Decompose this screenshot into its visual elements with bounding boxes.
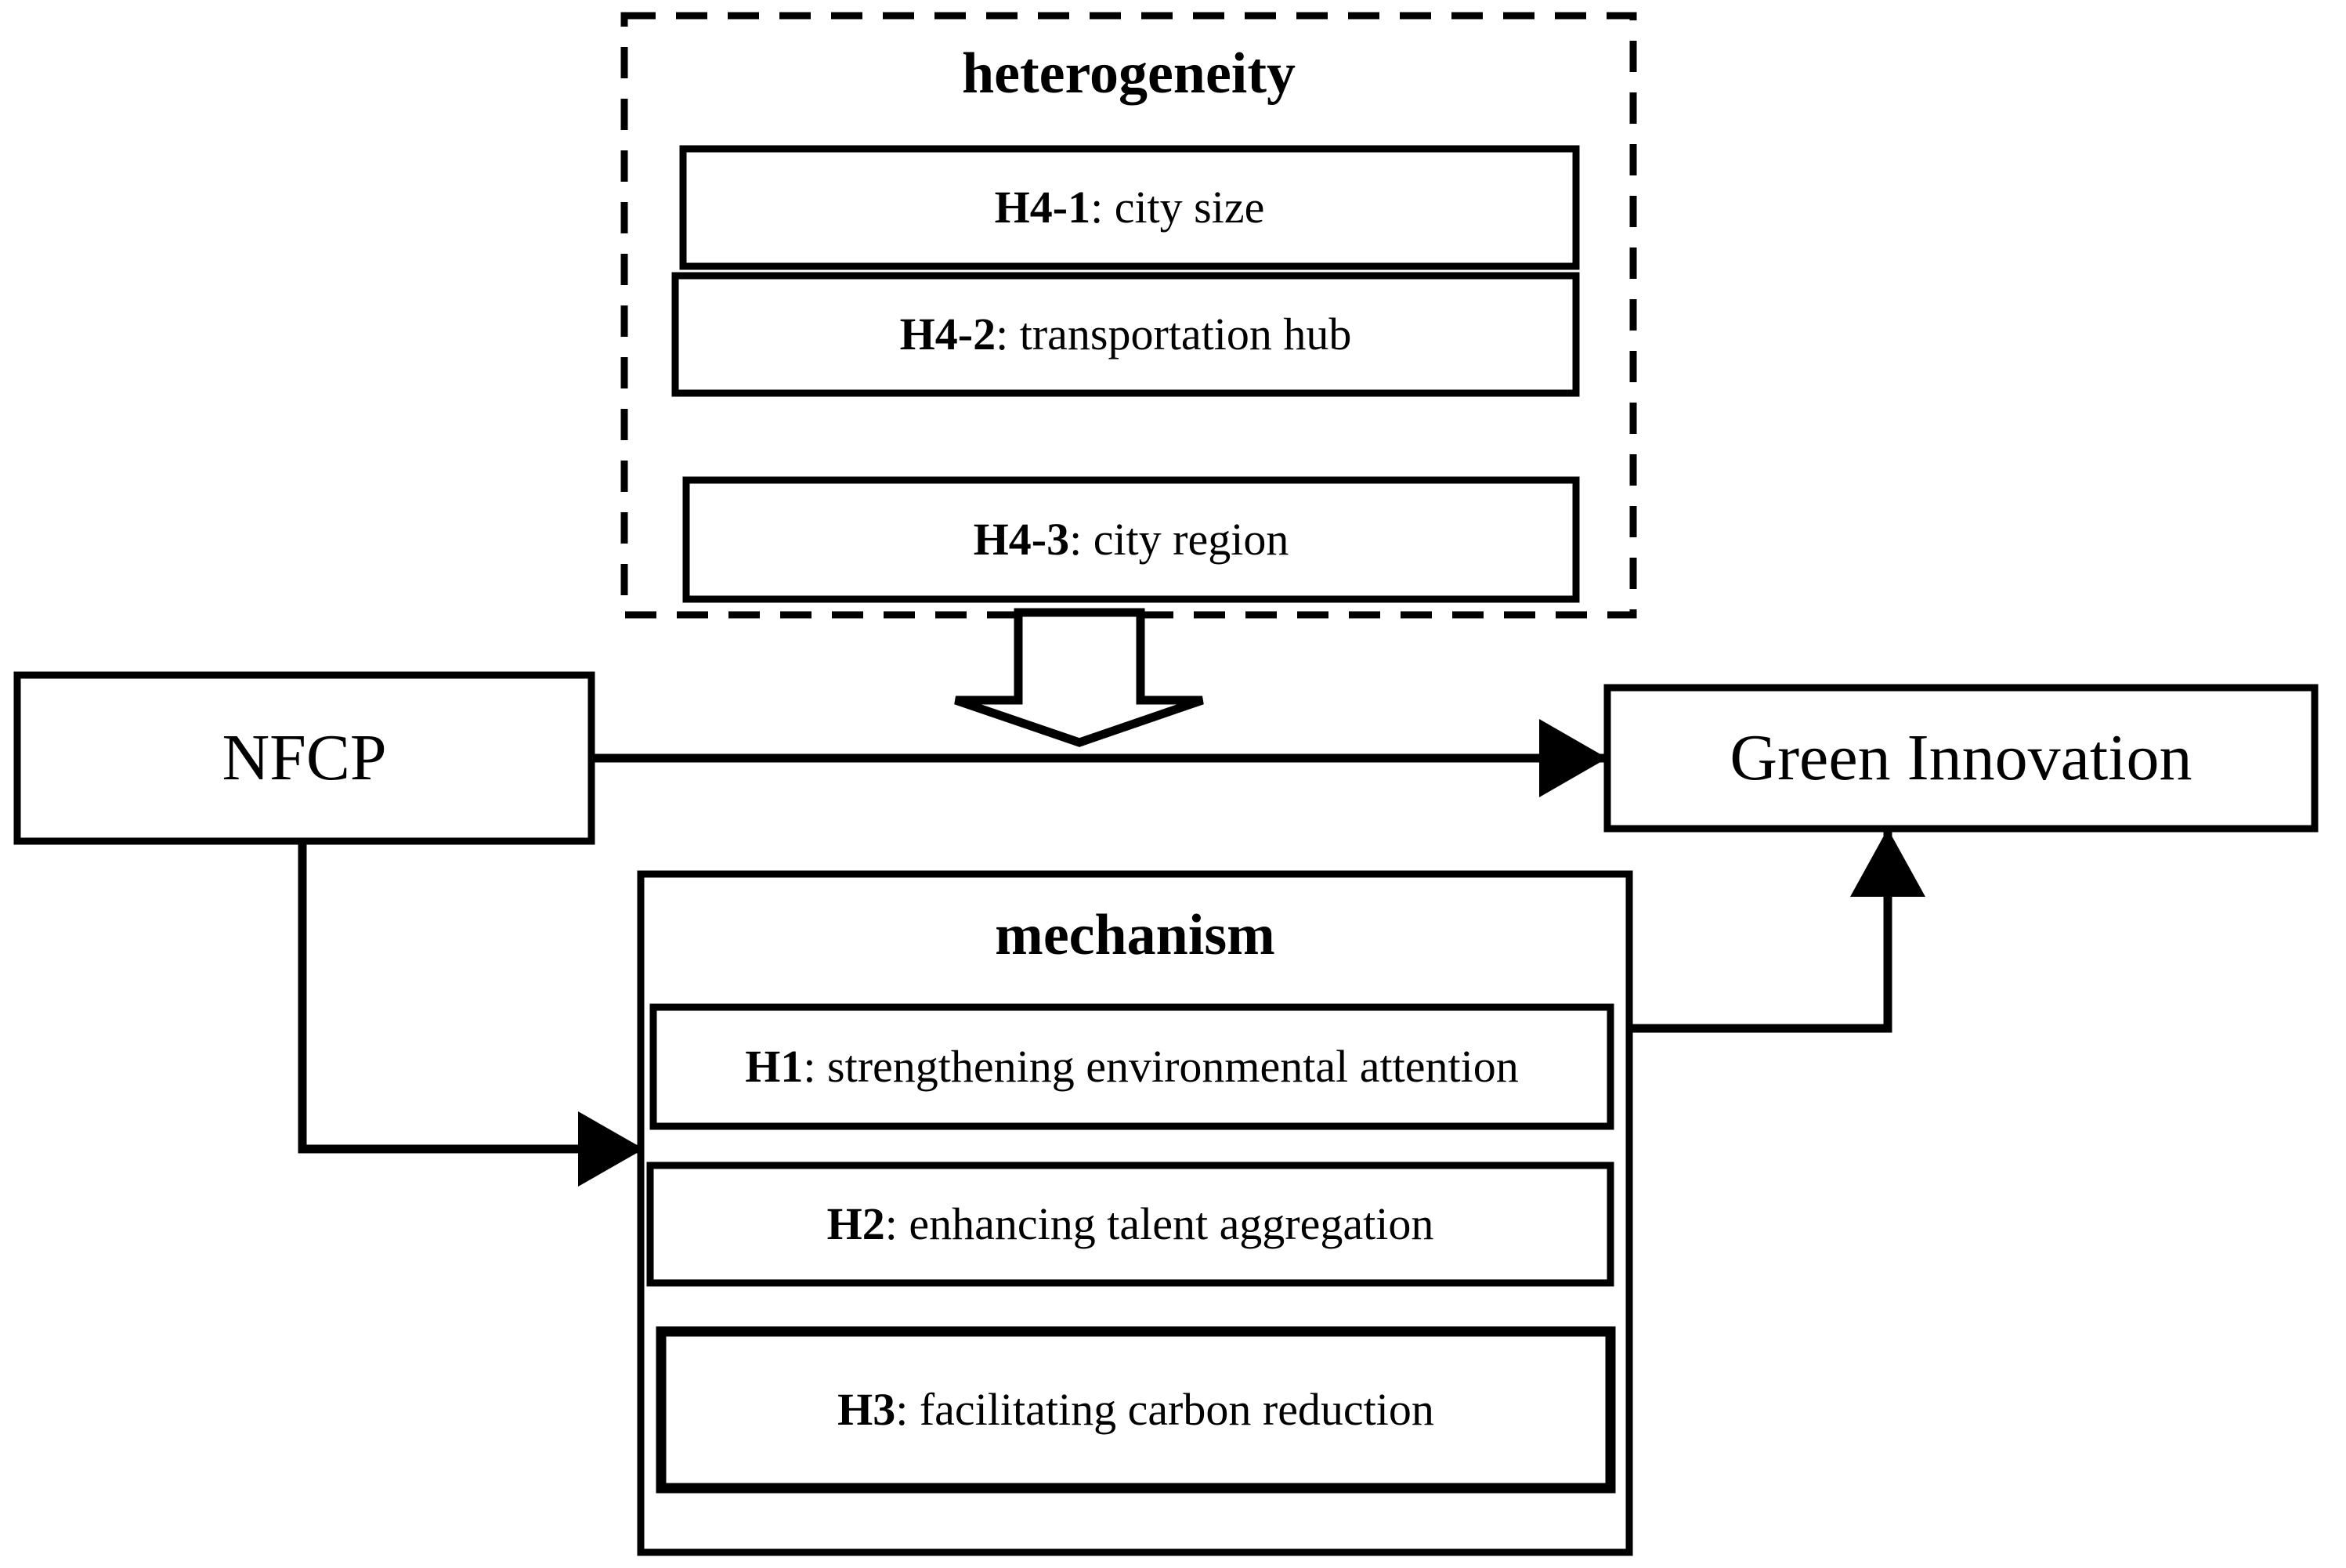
hypothesis-box-h2[interactable] (646, 1162, 1614, 1287)
hypothesis-box-h4-3[interactable] (682, 476, 1580, 603)
hypothesis-box-h1[interactable] (649, 1003, 1614, 1130)
heterogeneity-group-border (620, 12, 1637, 619)
connector-heterogeneity-block-arrow (954, 608, 1204, 747)
hypothesis-box-h3[interactable] (656, 1326, 1616, 1494)
node-box-green-innovation[interactable] (1603, 684, 2319, 833)
hypothesis-box-h4-2[interactable] (671, 272, 1580, 397)
connector-nfcp-to-green-innovation (591, 719, 1607, 797)
node-box-nfcp[interactable] (13, 671, 595, 845)
connector-mechanism-to-green-innovation (1629, 829, 1925, 1033)
hypothesis-box-h4-1[interactable] (679, 145, 1580, 270)
connector-nfcp-to-mechanism (298, 841, 644, 1187)
mechanism-group-border (637, 870, 1633, 1556)
